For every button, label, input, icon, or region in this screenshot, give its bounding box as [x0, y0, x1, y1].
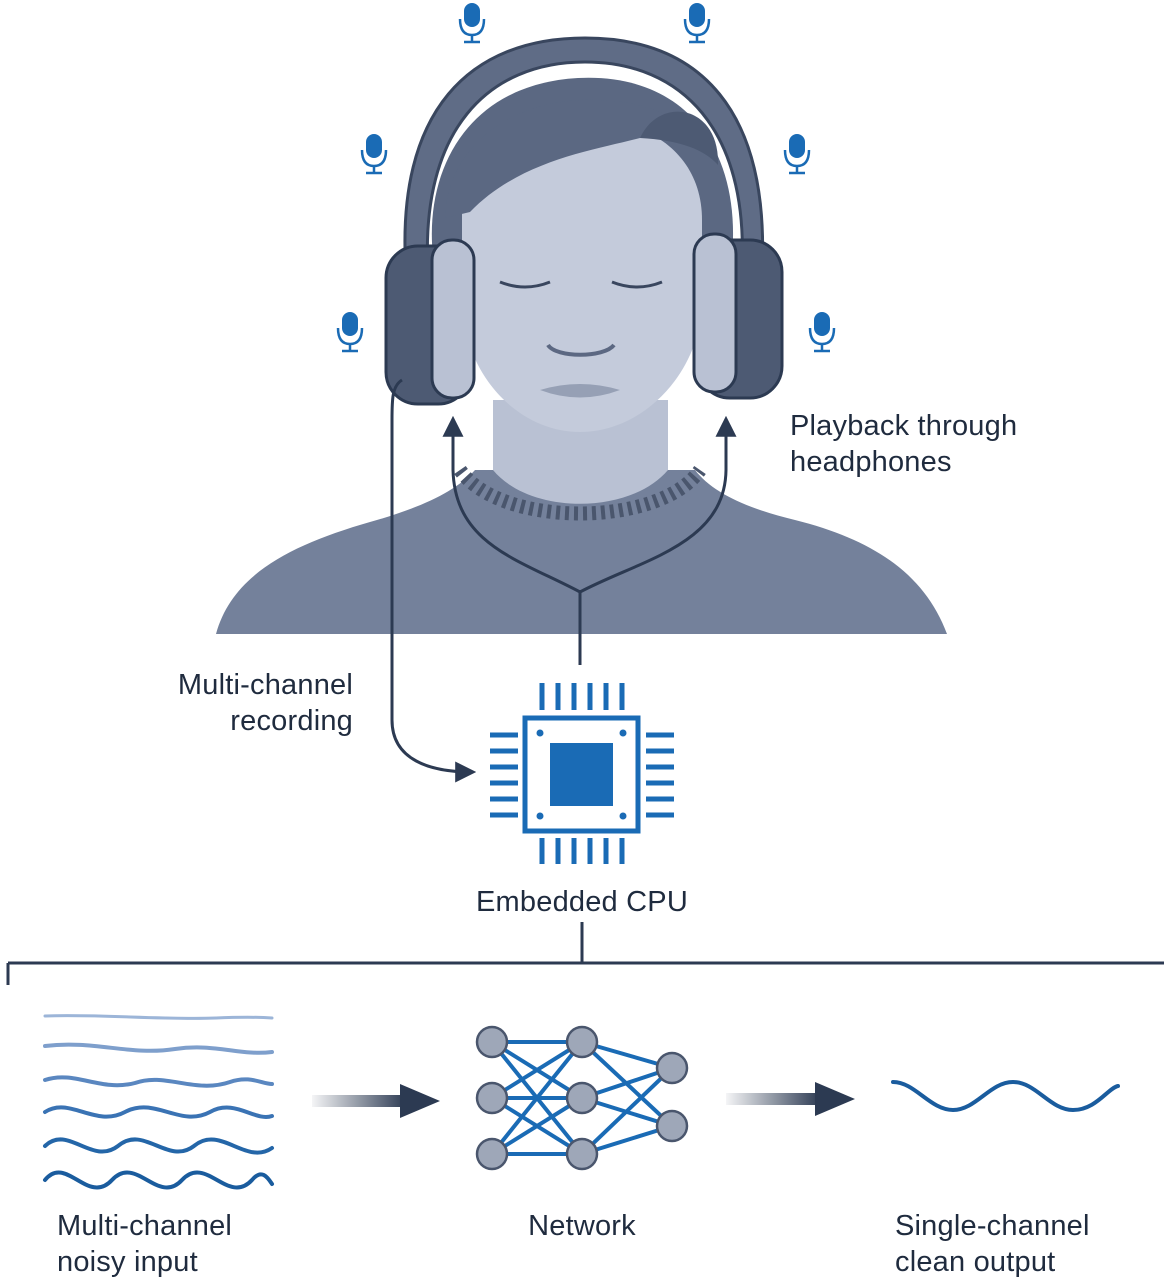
microphone-icon [458, 1, 486, 44]
process-bracket [6, 922, 1164, 985]
neural-network-icon [475, 1025, 689, 1171]
clean-output-label: Single-channel clean output [895, 1210, 1090, 1278]
microphone-icon [808, 310, 836, 353]
playback-wire [442, 415, 737, 665]
noisy-input-label: Multi-channel noisy input [57, 1210, 233, 1278]
playback-label: Playback through headphones [790, 410, 1018, 478]
cpu-chip-icon [490, 683, 674, 864]
network-label: Network [528, 1210, 636, 1242]
flow-arrow [726, 1082, 855, 1116]
recording-wire [390, 378, 477, 783]
microphone-icon [783, 132, 811, 175]
recording-label: Multi-channel recording [177, 669, 353, 737]
microphone-icon [683, 1, 711, 44]
microphone-icon [360, 132, 388, 175]
clean-output-wave [891, 1079, 1120, 1113]
microphone-icon [336, 310, 364, 353]
person-with-headphones-illustration [216, 36, 947, 634]
flow-arrow [312, 1084, 440, 1118]
noisy-input-waves [43, 1014, 274, 1190]
cpu-label: Embedded CPU [476, 886, 688, 918]
